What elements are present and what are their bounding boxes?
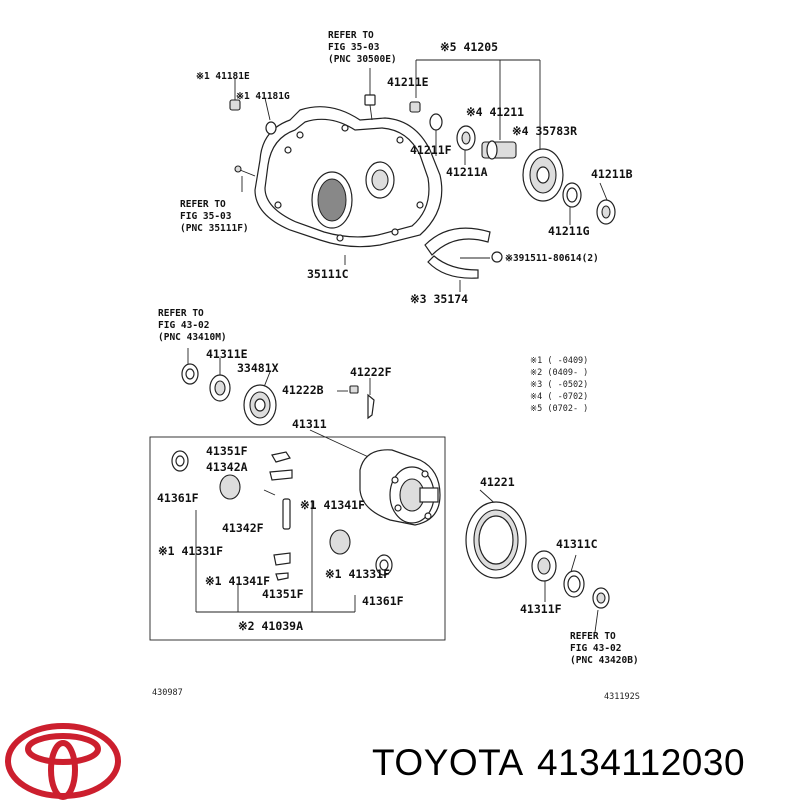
- shim-35174: [424, 227, 503, 279]
- labels-upper: ※1 41181E ※1 41181G REFER TO FIG 35-03 (…: [180, 30, 633, 306]
- label-41181g: ※1 41181G: [236, 91, 290, 102]
- label-41211f: 41211F: [410, 143, 452, 157]
- label-35783r: ※4 35783R: [512, 124, 577, 138]
- label-41211a: 41211A: [446, 165, 488, 179]
- label-41211: ※4 41211: [466, 105, 524, 119]
- housing-35111c: [254, 106, 443, 248]
- label-41351f-bottom: 41351F: [262, 587, 304, 601]
- label-41342a: 41342A: [206, 460, 248, 474]
- label-41039a: ※2 41039A: [238, 619, 303, 633]
- bearings-middle: [181, 363, 375, 426]
- label-41205: ※5 41205: [440, 40, 498, 54]
- gear-set-upper: [456, 125, 616, 225]
- figure-code-right: 431192S: [604, 692, 640, 702]
- note-1: ※1 ( -0409): [530, 356, 588, 366]
- refer-4302a-line2: FIG 43-02: [158, 320, 209, 331]
- refer-4302b-line1: REFER TO: [570, 631, 616, 642]
- figure-code-left: 430987: [152, 688, 183, 698]
- label-41341f-top: ※1 41341F: [300, 498, 365, 512]
- refer-3503a-line1: REFER TO: [328, 30, 374, 41]
- label-41351f-top: 41351F: [206, 444, 248, 458]
- label-41331f-left: ※1 41331F: [158, 544, 223, 558]
- label-41311e: 41311E: [206, 347, 248, 361]
- label-41211g: 41211G: [548, 224, 590, 238]
- refer-3503a-line3: (PNC 30500E): [328, 54, 397, 65]
- note-2: ※2 (0409- ): [530, 368, 588, 378]
- label-41311: 41311: [292, 417, 327, 431]
- refer-4302b-line2: FIG 43-02: [570, 643, 621, 654]
- label-41211e: 41211E: [387, 75, 429, 89]
- label-391511: ※391511-80614(2): [505, 253, 599, 264]
- refer-3503b-line1: REFER TO: [180, 199, 226, 210]
- label-41211b: 41211B: [591, 167, 633, 181]
- note-5: ※5 (0702- ): [530, 404, 588, 414]
- label-41222f: 41222F: [350, 365, 392, 379]
- refer-4302b-line3: (PNC 43420B): [570, 655, 639, 666]
- label-41311c: 41311C: [556, 537, 598, 551]
- diff-case-41311: [359, 449, 441, 526]
- toyota-logo: [5, 723, 121, 800]
- leader-lines-upper: [234, 59, 608, 292]
- label-41342f: 41342F: [222, 521, 264, 535]
- note-4: ※4 ( -0702): [530, 392, 588, 402]
- label-41181e: ※1 41181E: [196, 71, 250, 82]
- kit-box-41039a: [149, 436, 446, 641]
- label-41361f-right: 41361F: [362, 594, 404, 608]
- refer-3503b-line2: FIG 35-03: [180, 211, 232, 222]
- label-41221: 41221: [480, 475, 515, 489]
- notes-legend: ※1 ( -0409) ※2 (0409- ) ※3 ( -0502) ※4 (…: [530, 356, 588, 414]
- labels-middle: REFER TO FIG 43-02 (PNC 43410M) 41311E 3…: [157, 308, 639, 666]
- label-41311f: 41311F: [520, 602, 562, 616]
- label-41361f-left: 41361F: [157, 491, 199, 505]
- small-parts-upper: [229, 94, 443, 177]
- brand-name: TOYOTA: [372, 742, 524, 783]
- refer-3503b-line3: (PNC 35111F): [180, 223, 249, 234]
- label-35111c: 35111C: [307, 267, 349, 281]
- refer-4302a-line3: (PNC 43410M): [158, 332, 227, 343]
- refer-4302a-line1: REFER TO: [158, 308, 204, 319]
- note-3: ※3 ( -0502): [530, 380, 588, 390]
- label-41341f-bottom: ※1 41341F: [205, 574, 270, 588]
- label-33481x: 33481X: [237, 361, 279, 375]
- label-35174: ※3 35174: [410, 292, 468, 306]
- label-41222b: 41222B: [282, 383, 324, 397]
- part-number: 4134112030: [537, 742, 745, 783]
- ring-gear-41221: [465, 501, 610, 609]
- label-41331f-right: ※1 41331F: [325, 567, 390, 581]
- refer-3503a-line2: FIG 35-03: [328, 42, 380, 53]
